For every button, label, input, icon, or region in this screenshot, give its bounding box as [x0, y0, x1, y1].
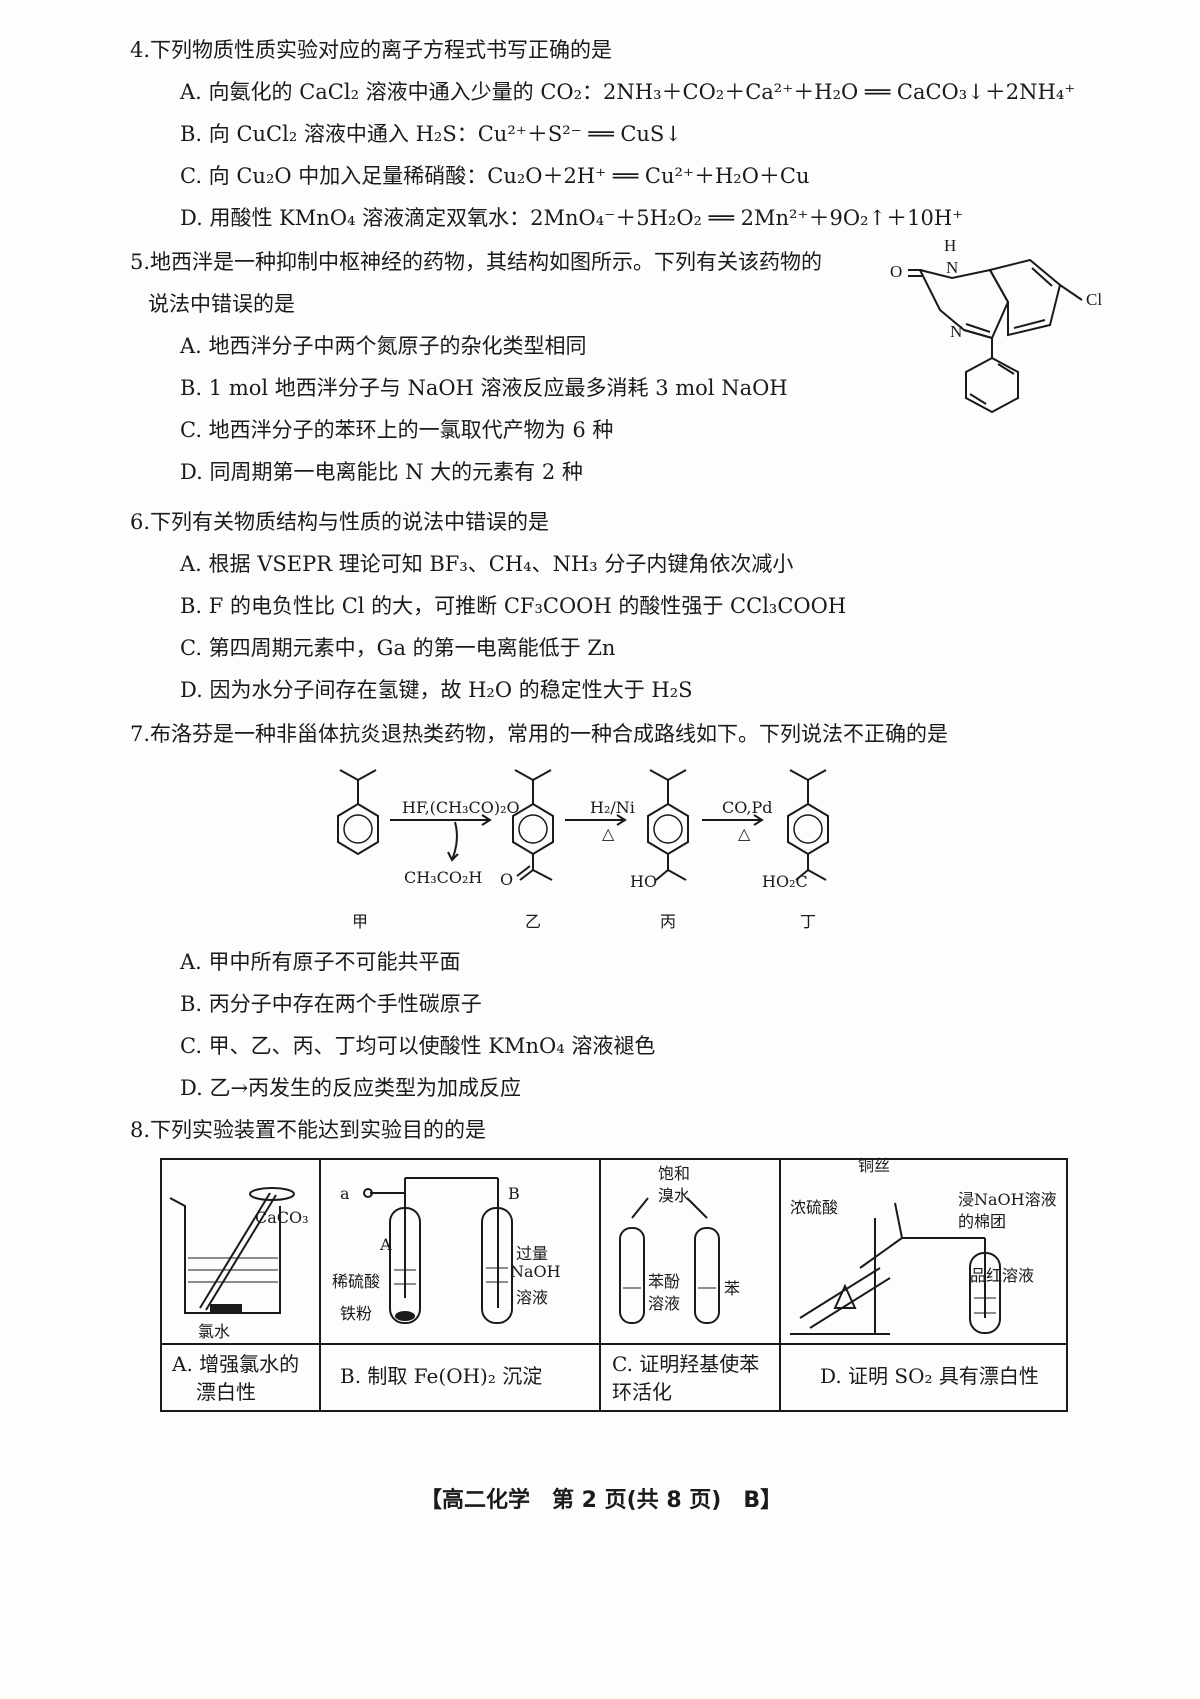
q5-stem-line1: 5.地西泮是一种抑制中枢神经的药物，其结构如图所示。下列有关该药物的 — [130, 250, 823, 274]
beaker-apparatus — [169, 1187, 295, 1314]
panel-b-tube-a-label: A — [380, 1235, 392, 1254]
panel-d-cotton-line1: 浸NaOH溶液 — [958, 1190, 1057, 1209]
q5-option-a: A. 地西泮分子中两个氮原子的杂化类型相同 — [180, 334, 587, 358]
panel-d-dye-label: 品红溶液 — [970, 1266, 1035, 1285]
phenol-bromine-apparatus — [619, 1197, 720, 1324]
reagent-co-pd: CO,Pd — [722, 798, 773, 817]
panel-d-sulfuric-acid-label: 浓硫酸 — [790, 1198, 839, 1217]
q4-option-c: C. 向 Cu₂O 中加入足量稀硝酸：Cu₂O＋2H⁺ ══ Cu²⁺＋H₂O＋… — [180, 164, 810, 188]
q8-stem: 8.下列实验装置不能达到实验目的的是 — [130, 1118, 487, 1142]
compound-name-bing: 丙 — [660, 912, 677, 931]
apparatus-table — [160, 1158, 1068, 1412]
heat-symbol-1: △ — [602, 824, 615, 843]
panel-d-cotton-line2: 的棉团 — [958, 1212, 1007, 1231]
byproduct-acetic-acid: CH₃CO₂H — [404, 868, 483, 887]
q4-stem: 4.下列物质性质实验对应的离子方程式书写正确的是 — [130, 38, 613, 62]
panel-c-top-line1: 饱和 — [658, 1164, 691, 1183]
diazepam-label-cl: Cl — [1086, 290, 1103, 309]
panel-c-caption-line2: 环活化 — [612, 1380, 672, 1404]
fe-oh2-apparatus — [363, 1177, 513, 1324]
q7-option-b: B. 丙分子中存在两个手性碳原子 — [180, 992, 482, 1016]
panel-d-caption: D. 证明 SO₂ 具有漂白性 — [820, 1364, 1039, 1388]
panel-a-chlorine-water-label: 氯水 — [198, 1322, 231, 1341]
panel-b-iron-label: 铁粉 — [340, 1304, 373, 1323]
carboxylic-acid-label: HO₂C — [762, 872, 808, 891]
diazepam-label-n1: N — [946, 258, 959, 277]
compound-ding — [787, 769, 829, 881]
reagent-h2-ni: H₂/Ni — [590, 798, 635, 817]
q7-option-c: C. 甲、乙、丙、丁均可以使酸性 KMnO₄ 溶液褪色 — [180, 1034, 656, 1058]
compound-name-jia: 甲 — [352, 912, 369, 931]
q5-option-b: B. 1 mol 地西泮分子与 NaOH 溶液反应最多消耗 3 mol NaOH — [180, 376, 788, 400]
panel-b-acid-label: 稀硫酸 — [332, 1272, 381, 1291]
page-footer: 【高二化学 第 2 页(共 8 页) B】 — [420, 1488, 783, 1513]
panel-b-naoh-line1: 过量 — [516, 1244, 549, 1263]
panel-b-tube-b-label: B — [508, 1184, 520, 1203]
ibuprofen-synthesis-route — [337, 769, 829, 881]
q6-option-c: C. 第四周期元素中，Ga 的第一电离能低于 Zn — [180, 636, 616, 660]
panel-c-benzene-label: 苯 — [724, 1279, 741, 1298]
panel-d-copper-wire-label: 铜丝 — [858, 1156, 891, 1175]
q6-option-b: B. F 的电负性比 Cl 的大，可推断 CF₃COOH 的酸性强于 CCl₃C… — [180, 594, 847, 618]
q6-option-d: D. 因为水分子间存在氢键，故 H₂O 的稳定性大于 H₂S — [180, 678, 693, 702]
panel-b-naoh-line3: 溶液 — [516, 1288, 549, 1307]
compound-yi — [512, 769, 554, 881]
panel-b-valve-a-label: a — [340, 1184, 350, 1203]
panel-c-top-line2: 溴水 — [658, 1186, 691, 1205]
q5-option-c: C. 地西泮分子的苯环上的一氯取代产物为 6 种 — [180, 418, 614, 442]
q4-option-d: D. 用酸性 KMnO₄ 溶液滴定双氧水：2MnO₄⁻＋5H₂O₂ ══ 2Mn… — [180, 206, 964, 230]
alcohol-label: HO — [630, 872, 658, 891]
q6-option-a: A. 根据 VSEPR 理论可知 BF₃、CH₄、NH₃ 分子内键角依次减小 — [180, 552, 794, 576]
q5-option-d: D. 同周期第一电离能比 N 大的元素有 2 种 — [180, 460, 583, 484]
panel-a-caption-line2: 漂白性 — [196, 1380, 256, 1404]
diazepam-label-h: H — [944, 236, 957, 255]
diazepam-label-o: O — [890, 262, 903, 281]
panel-c-caption-line1: C. 证明羟基使苯 — [612, 1352, 760, 1376]
compound-jia — [337, 769, 379, 856]
q7-option-a: A. 甲中所有原子不可能共平面 — [180, 950, 461, 974]
q5-stem-line2: 说法中错误的是 — [148, 292, 295, 316]
panel-b-naoh-line2: NaOH — [510, 1262, 561, 1281]
panel-c-phenol-line1: 苯酚 — [648, 1272, 681, 1291]
q7-stem: 7.布洛芬是一种非甾体抗炎退热类药物，常用的一种合成路线如下。下列说法不正确的是 — [130, 722, 949, 746]
ketone-oxygen-label: O — [500, 870, 514, 889]
compound-name-ding: 丁 — [800, 912, 817, 931]
panel-a-caption-line1: A. 增强氯水的 — [172, 1352, 300, 1376]
heat-symbol-2: △ — [738, 824, 751, 843]
compound-name-yi: 乙 — [525, 912, 542, 931]
diazepam-label-n2: N — [950, 322, 963, 341]
panel-a-caco3-label: CaCO₃ — [255, 1208, 309, 1227]
q4-option-b: B. 向 CuCl₂ 溶液中通入 H₂S：Cu²⁺＋S²⁻ ══ CuS↓ — [180, 122, 682, 146]
q7-option-d: D. 乙→丙发生的反应类型为加成反应 — [180, 1076, 522, 1100]
q6-stem: 6.下列有关物质结构与性质的说法中错误的是 — [130, 510, 550, 534]
so2-apparatus — [790, 1202, 1001, 1335]
reagent-hf-acetic-anhydride: HF,(CH₃CO)₂O — [402, 798, 520, 817]
panel-c-phenol-line2: 溶液 — [648, 1294, 681, 1313]
q4-option-a: A. 向氨化的 CaCl₂ 溶液中通入少量的 CO₂：2NH₃＋CO₂＋Ca²⁺… — [180, 80, 1076, 104]
compound-bing — [647, 769, 689, 881]
panel-b-caption: B. 制取 Fe(OH)₂ 沉淀 — [340, 1364, 543, 1388]
diazepam-structure — [908, 258, 1083, 414]
